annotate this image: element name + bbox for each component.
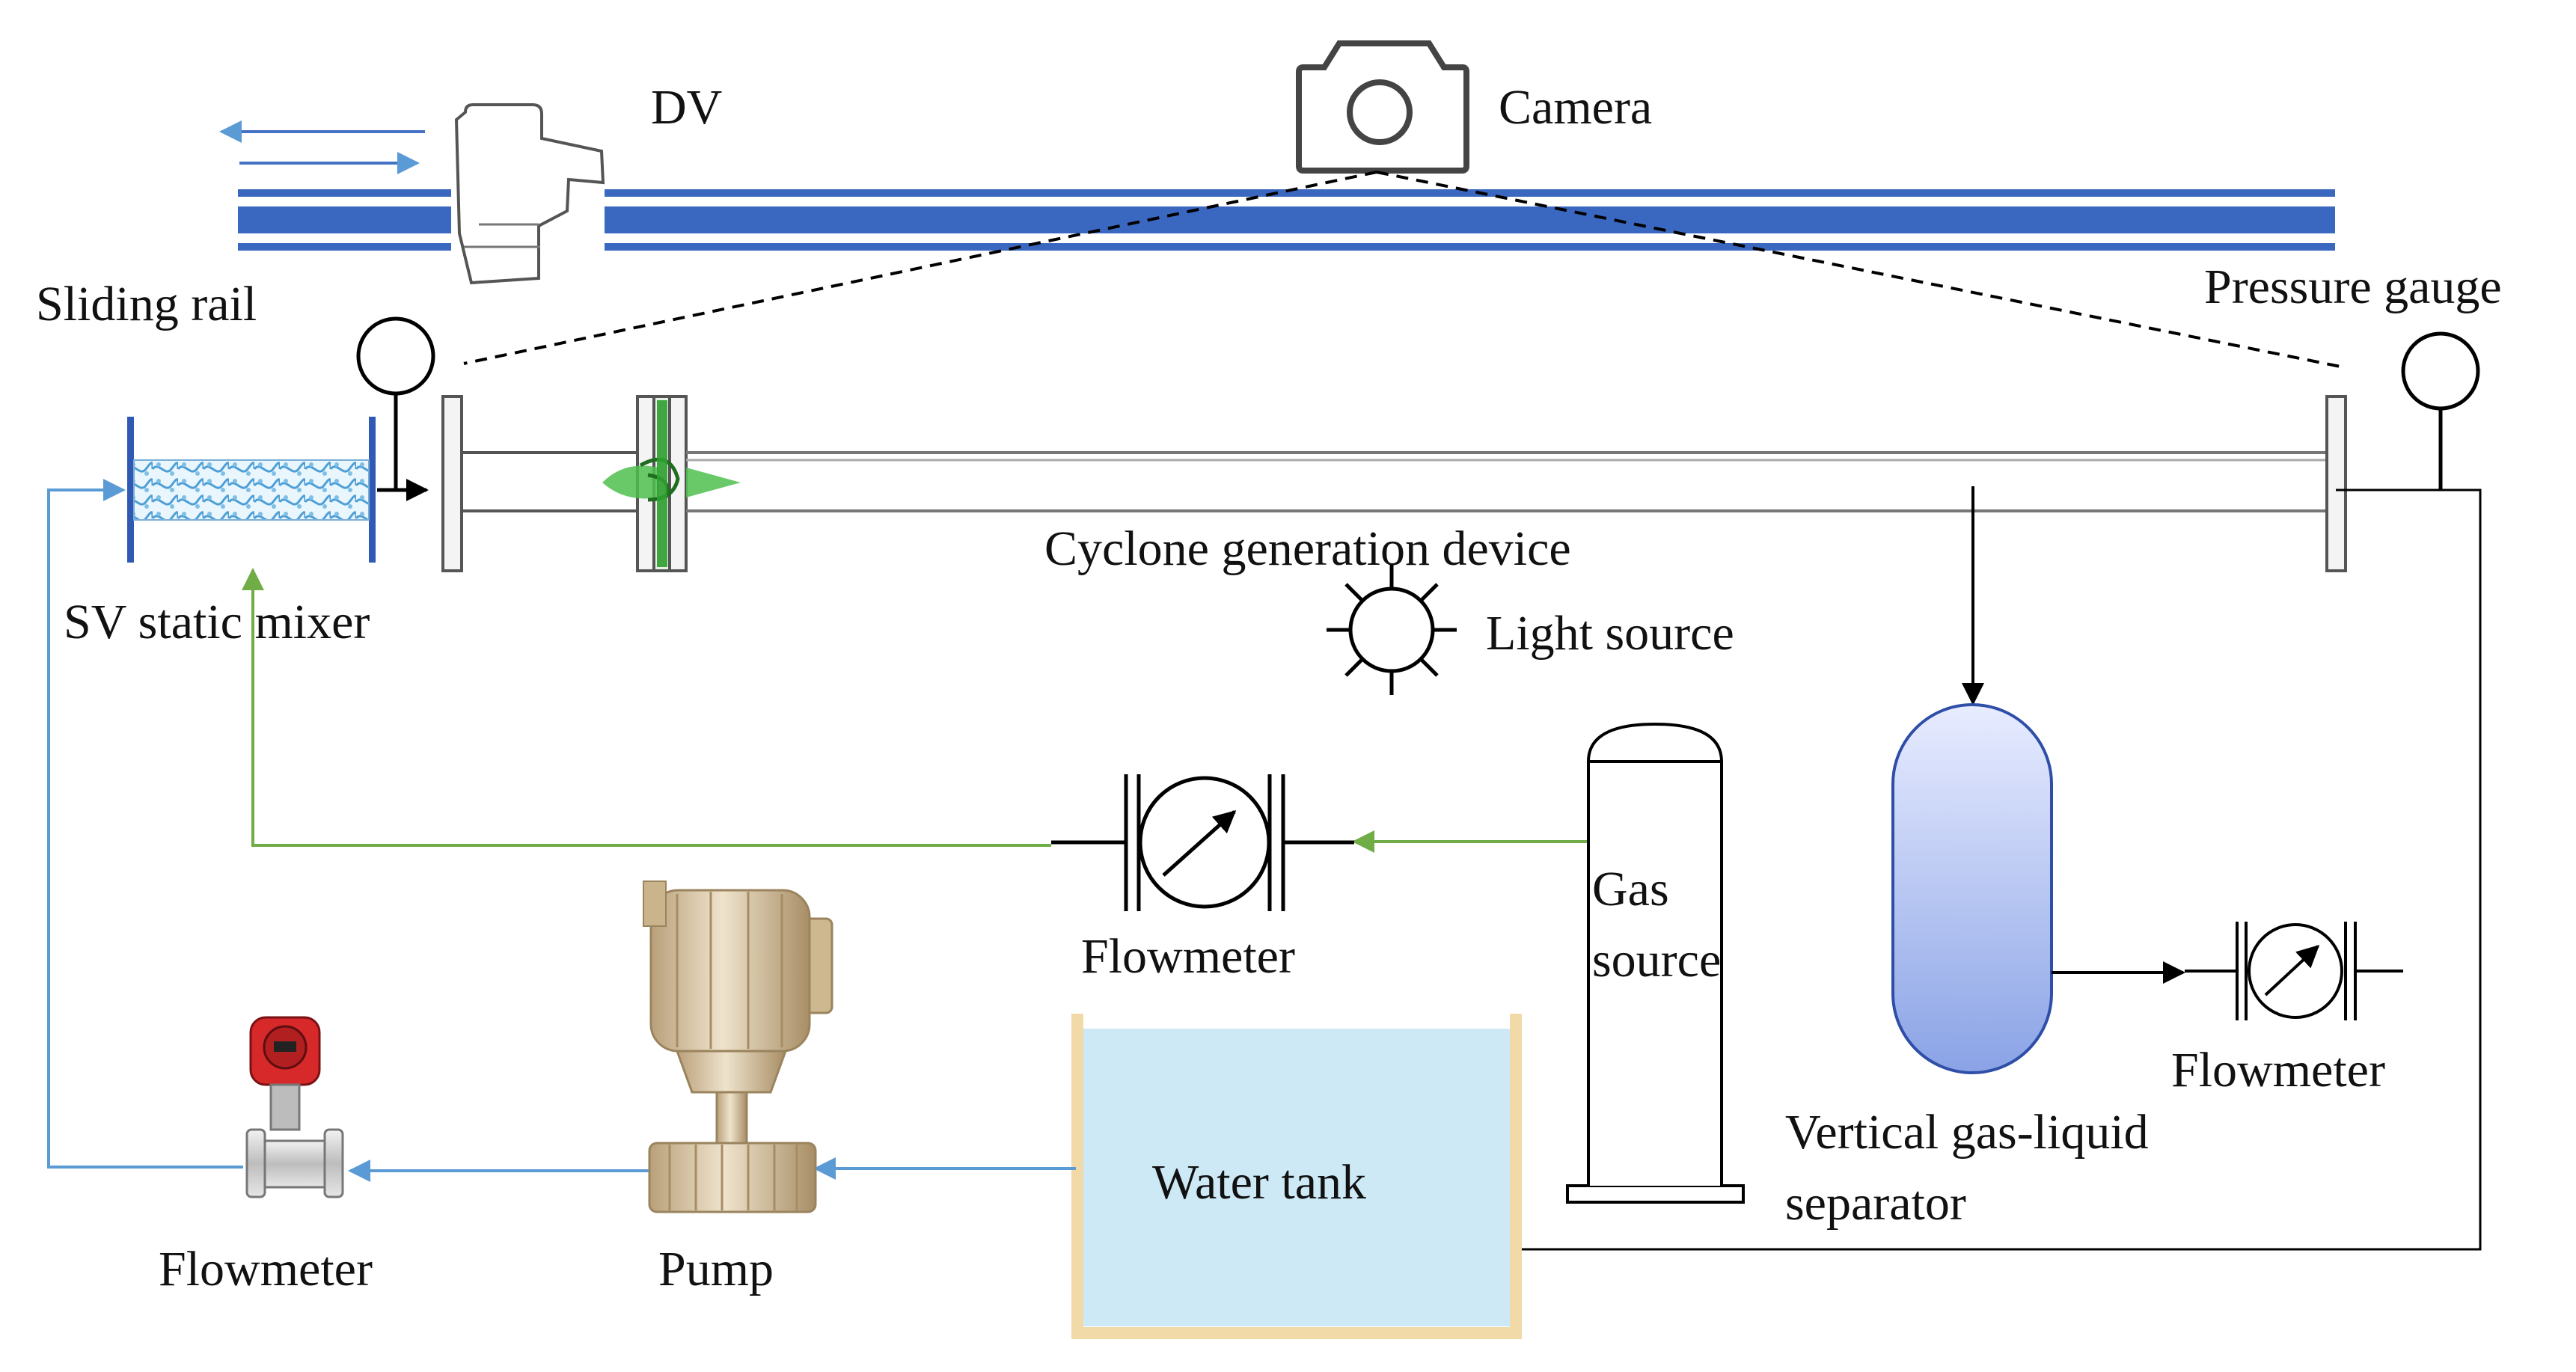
gas-source-label-line2: source xyxy=(1592,933,1721,987)
water-flowmeter-icon xyxy=(245,1016,344,1198)
outlet-pressure-gauge-icon xyxy=(2401,331,2480,490)
separator-label-line1: Vertical gas-liquid xyxy=(1785,1105,2149,1160)
water-tank-label: Water tank xyxy=(1152,1155,1366,1210)
pressure-gauge-label: Pressure gauge xyxy=(2204,260,2502,314)
camera-label: Camera xyxy=(1499,80,1652,135)
pump-icon xyxy=(643,881,833,1213)
water-line-to-mixer xyxy=(47,479,243,1169)
gas-flowmeter-label: Flowmeter xyxy=(1081,929,1295,984)
rail-direction-arrows xyxy=(219,120,425,174)
water-flowmeter-label: Flowmeter xyxy=(159,1242,373,1296)
dv-label: DV xyxy=(651,80,722,135)
gas-source-cylinder xyxy=(1566,722,1745,1204)
gas-source-label-line1: Gas xyxy=(1592,862,1669,916)
dv-camera-icon xyxy=(454,103,605,285)
pump-label: Pump xyxy=(658,1242,774,1296)
pressure-gauge-icon xyxy=(356,316,435,490)
gas-flowmeter-icon xyxy=(1051,774,1354,911)
separator-label-line2: separator xyxy=(1785,1176,1966,1231)
sliding-rail-label: Sliding rail xyxy=(36,277,257,331)
camera-field-of-view xyxy=(463,171,2341,368)
sv-static-mixer xyxy=(127,417,376,563)
light-source-label: Light source xyxy=(1486,606,1734,661)
return-line xyxy=(1487,489,2482,1261)
separator-flowmeter-label: Flowmeter xyxy=(2171,1043,2385,1097)
cyclone-device-label: Cyclone generation device xyxy=(1044,521,1571,576)
vertical-separator-vessel xyxy=(1891,703,2053,1074)
water-tank xyxy=(1071,1014,1522,1339)
sv-mixer-label: SV static mixer xyxy=(64,595,370,649)
cyclone-swirler xyxy=(602,400,741,567)
separator-flowmeter-icon xyxy=(2185,922,2403,1020)
camera-icon xyxy=(1296,40,1469,174)
gas-line-to-mixer xyxy=(242,568,1051,847)
sliding-rail xyxy=(238,189,2335,251)
light-source-icon xyxy=(1327,565,1457,695)
